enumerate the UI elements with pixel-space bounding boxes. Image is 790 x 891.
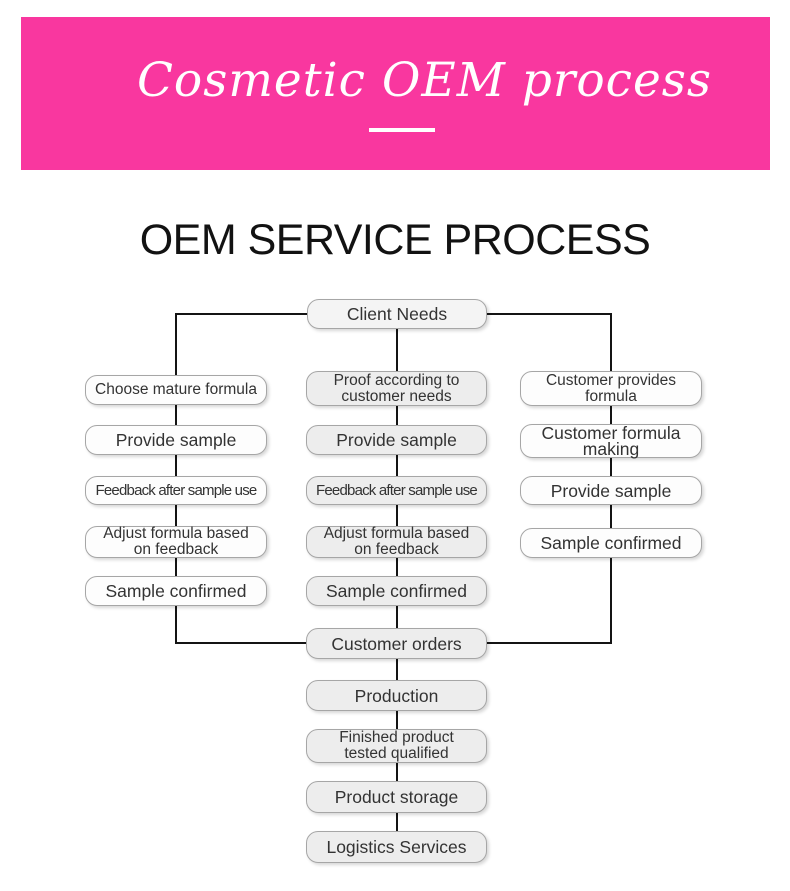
flow-node-right-sample-confirmed: Sample confirmed <box>520 528 702 558</box>
flow-node-client-needs: Client Needs <box>307 299 487 329</box>
flow-node-finished-product-tested-qualified: Finished product tested qualified <box>306 729 487 763</box>
flow-node-mid-feedback-after-sample-use: Feedback after sample use <box>306 476 487 505</box>
connector-line <box>175 642 306 644</box>
connector-line <box>175 455 177 476</box>
flow-node-choose-mature-formula: Choose mature formula <box>85 375 267 405</box>
banner-underline <box>368 128 435 133</box>
connector-line <box>175 505 177 526</box>
flow-node-customer-orders: Customer orders <box>306 628 487 659</box>
flow-node-proof-according-to-customer-needs: Proof according to customer needs <box>306 371 487 406</box>
connector-line <box>396 606 398 628</box>
connector-line <box>396 455 398 476</box>
flow-node-left-adjust-formula: Adjust formula based on feedback <box>85 526 267 558</box>
connector-line <box>610 505 612 528</box>
connector-line <box>487 313 611 315</box>
connector-line <box>396 505 398 526</box>
page-title: OEM SERVICE PROCESS <box>139 216 651 264</box>
flow-node-customer-provides-formula: Customer provides formula <box>520 371 702 406</box>
connector-line <box>175 606 177 644</box>
banner: Cosmetic OEM process <box>21 17 770 170</box>
flow-node-mid-adjust-formula: Adjust formula based on feedback <box>306 526 487 558</box>
flow-node-left-provide-sample: Provide sample <box>85 425 267 455</box>
flow-node-right-provide-sample: Provide sample <box>520 476 702 505</box>
connector-line <box>396 558 398 576</box>
flow-node-customer-formula-making: Customer formula making <box>520 424 702 458</box>
connector-line <box>396 329 398 371</box>
flow-node-product-storage: Product storage <box>306 781 487 813</box>
flow-node-mid-provide-sample: Provide sample <box>306 425 487 455</box>
connector-line <box>175 313 177 375</box>
connector-line <box>396 406 398 425</box>
flow-node-mid-sample-confirmed: Sample confirmed <box>306 576 487 606</box>
connector-line <box>610 458 612 476</box>
flow-node-left-sample-confirmed: Sample confirmed <box>85 576 267 606</box>
connector-line <box>610 558 612 644</box>
connector-line <box>175 405 177 425</box>
banner-title: Cosmetic OEM process <box>136 52 713 108</box>
connector-line <box>176 313 307 315</box>
connector-line <box>396 711 398 729</box>
connector-line <box>610 406 612 424</box>
connector-line <box>396 763 398 781</box>
flow-node-left-feedback-after-sample-use: Feedback after sample use <box>85 476 267 505</box>
connector-line <box>396 659 398 680</box>
flow-node-production: Production <box>306 680 487 711</box>
connector-line <box>175 558 177 576</box>
connector-line <box>610 313 612 371</box>
connector-line <box>396 813 398 831</box>
connector-line <box>487 642 612 644</box>
flow-node-logistics-services: Logistics Services <box>306 831 487 863</box>
